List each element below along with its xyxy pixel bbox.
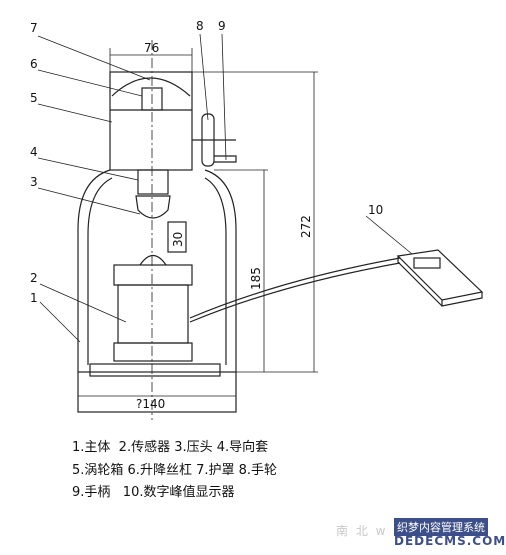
main-body-frame	[77, 371, 237, 413]
legend-line-3: 9.手柄 10.数字峰值显示器	[72, 485, 235, 500]
cable	[189, 257, 401, 319]
legend-line-1: 1.主体 2.传感器 3.压头 4.导向套	[72, 440, 269, 455]
legend-line-2: 5.涡轮箱 6.升降丝杠 7.护罩 8.手轮	[72, 463, 278, 478]
leader-10	[365, 215, 413, 255]
callout-2: 2	[30, 271, 38, 285]
cable-inner	[189, 262, 401, 323]
protective-cover-inner	[87, 177, 227, 365]
leader-6	[37, 69, 143, 97]
sensor-body	[117, 284, 189, 344]
leader-1	[39, 301, 81, 343]
leader-3	[37, 187, 141, 215]
housing-top-arc	[111, 77, 191, 97]
handle	[214, 155, 237, 163]
watermark-faint: 南 北 w	[336, 524, 388, 538]
callout-9: 9	[218, 19, 226, 33]
leader-8	[199, 33, 209, 121]
leader-5	[37, 103, 113, 123]
watermark-brand: 织梦内容管理系统	[394, 518, 488, 536]
watermark-domain: DEDECMS.COM	[394, 534, 506, 548]
leader-7	[37, 35, 151, 81]
display-screen	[413, 257, 441, 269]
sensor-dome	[139, 254, 167, 266]
lead-screw-block	[141, 87, 163, 111]
leader-4	[37, 157, 139, 181]
sensor-top-band	[113, 264, 193, 286]
sensor-bottom-band	[113, 342, 193, 362]
callout-8: 8	[196, 19, 204, 33]
leader-9	[221, 33, 227, 161]
callout-5: 5	[30, 91, 38, 105]
callout-7: 7	[30, 21, 38, 35]
dim-185-label: 185	[249, 267, 263, 290]
callout-4: 4	[30, 145, 38, 159]
callout-10: 10	[368, 203, 383, 217]
digital-display-box	[396, 249, 484, 307]
callout-6: 6	[30, 57, 38, 71]
dim-272-label: 272	[299, 215, 313, 238]
callout-1: 1	[30, 291, 38, 305]
gap-dim-box	[167, 221, 187, 253]
dim-30-label: 30	[171, 232, 185, 247]
protective-cover-arch	[77, 169, 237, 372]
leader-2	[39, 283, 127, 323]
dim-76-label: 76	[144, 41, 159, 55]
worm-gear-box	[109, 71, 193, 171]
callout-3: 3	[30, 175, 38, 189]
dim-140-label: ?140	[136, 397, 165, 411]
guide-sleeve	[137, 169, 169, 195]
press-head	[135, 195, 171, 219]
base-plate	[89, 363, 221, 377]
